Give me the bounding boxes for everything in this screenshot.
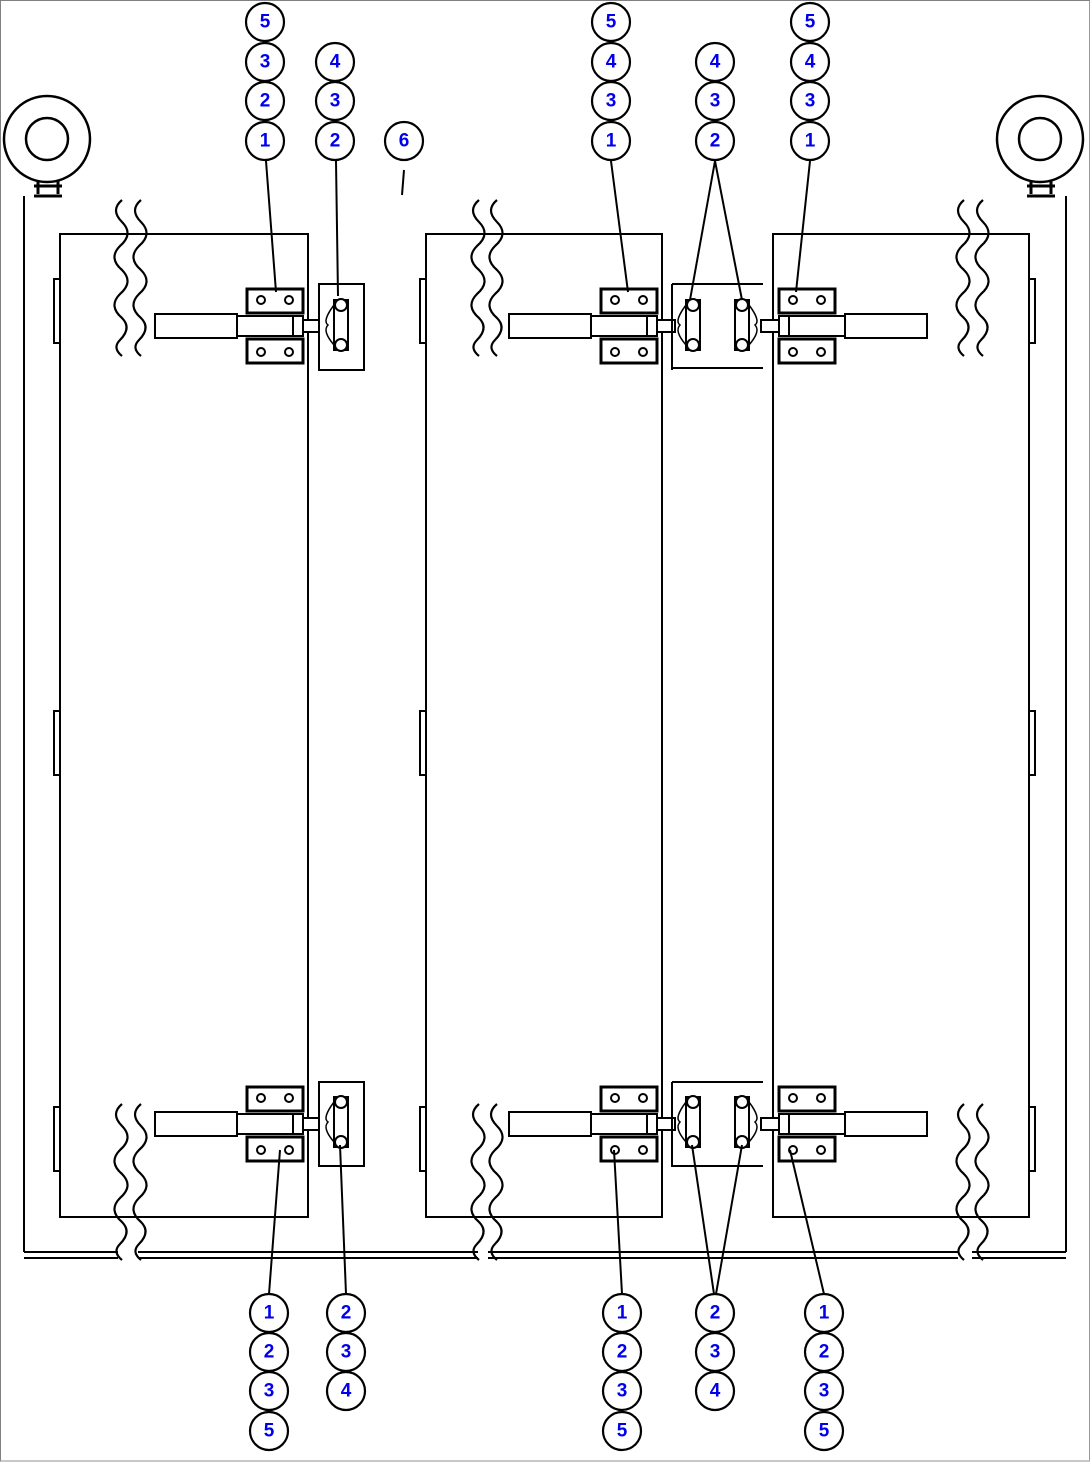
svg-text:1: 1 — [819, 1303, 830, 1324]
door-panel-right — [772, 233, 1030, 1218]
svg-text:3: 3 — [330, 91, 341, 112]
draw-latch-icon-bottom-middle — [507, 1085, 677, 1163]
svg-text:5: 5 — [617, 1421, 628, 1442]
callout-stack-top-left-keeper: 4 3 2 — [314, 41, 356, 162]
callout-stack-bottom-middle-latch: 1 2 3 5 — [601, 1292, 643, 1452]
callout-frame: 6 — [383, 120, 425, 162]
callout-stack-top-middle-latch: 5 4 3 1 — [590, 1, 632, 162]
svg-text:3: 3 — [805, 91, 816, 112]
lifting-eye-icon-right — [995, 94, 1085, 198]
svg-text:3: 3 — [710, 1342, 721, 1363]
svg-text:4: 4 — [710, 1381, 721, 1402]
draw-latch-icon-top-right — [759, 287, 929, 365]
svg-text:4: 4 — [710, 52, 721, 73]
svg-text:6: 6 — [399, 131, 410, 152]
svg-text:1: 1 — [805, 131, 816, 152]
svg-text:2: 2 — [260, 91, 271, 112]
svg-text:3: 3 — [606, 91, 617, 112]
svg-text:3: 3 — [617, 1381, 628, 1402]
svg-text:3: 3 — [264, 1381, 275, 1402]
callout-stack-top-right-latch: 5 4 3 1 — [789, 1, 831, 162]
keeper-plate-icon-bottom-center — [671, 1081, 763, 1167]
svg-text:5: 5 — [606, 12, 617, 33]
draw-latch-icon-bottom-right — [759, 1085, 929, 1163]
svg-text:4: 4 — [341, 1381, 352, 1402]
svg-text:4: 4 — [805, 52, 816, 73]
draw-latch-icon-top-middle — [507, 287, 677, 365]
callout-stack-top-left-latch: 5 3 2 1 — [244, 1, 286, 162]
svg-text:1: 1 — [260, 131, 271, 152]
svg-text:5: 5 — [805, 12, 816, 33]
svg-text:1: 1 — [264, 1303, 275, 1324]
svg-text:2: 2 — [264, 1342, 275, 1363]
svg-text:1: 1 — [617, 1303, 628, 1324]
svg-text:1: 1 — [606, 131, 617, 152]
hinge-icon — [53, 278, 1036, 1172]
draw-latch-icon-bottom-left — [153, 1085, 323, 1163]
callout-stack-top-center-keeper: 4 3 2 — [694, 41, 736, 162]
svg-text:2: 2 — [330, 131, 341, 152]
svg-text:2: 2 — [341, 1303, 352, 1324]
callout-stack-bottom-center-keeper: 2 3 4 — [694, 1292, 736, 1412]
svg-text:5: 5 — [264, 1421, 275, 1442]
svg-text:3: 3 — [341, 1342, 352, 1363]
door-panel-left — [59, 233, 309, 1218]
svg-text:5: 5 — [819, 1421, 830, 1442]
svg-text:2: 2 — [710, 1303, 721, 1324]
svg-text:3: 3 — [819, 1381, 830, 1402]
lifting-eye-icon-left — [2, 94, 92, 198]
svg-text:4: 4 — [606, 52, 617, 73]
keeper-plate-icon-top-left — [318, 283, 365, 371]
keeper-plate-icon-top-center — [671, 283, 763, 370]
svg-text:2: 2 — [617, 1342, 628, 1363]
svg-text:5: 5 — [260, 12, 271, 33]
svg-text:4: 4 — [330, 52, 341, 73]
svg-text:3: 3 — [710, 91, 721, 112]
callout-stack-bottom-left-latch: 1 2 3 5 — [248, 1292, 290, 1452]
draw-latch-icon-top-left — [153, 287, 323, 365]
svg-text:2: 2 — [710, 131, 721, 152]
door-panel-middle — [425, 233, 663, 1218]
enclosure-frame — [23, 196, 1067, 1259]
svg-text:3: 3 — [260, 52, 271, 73]
break-line-icon — [113, 199, 990, 1261]
leader-lines — [265, 160, 825, 1295]
callout-stack-bottom-left-keeper: 2 3 4 — [325, 1292, 367, 1412]
keeper-plate-icon-bottom-left — [318, 1081, 365, 1167]
svg-text:2: 2 — [819, 1342, 830, 1363]
callout-stack-bottom-right-latch: 1 2 3 5 — [803, 1292, 845, 1452]
